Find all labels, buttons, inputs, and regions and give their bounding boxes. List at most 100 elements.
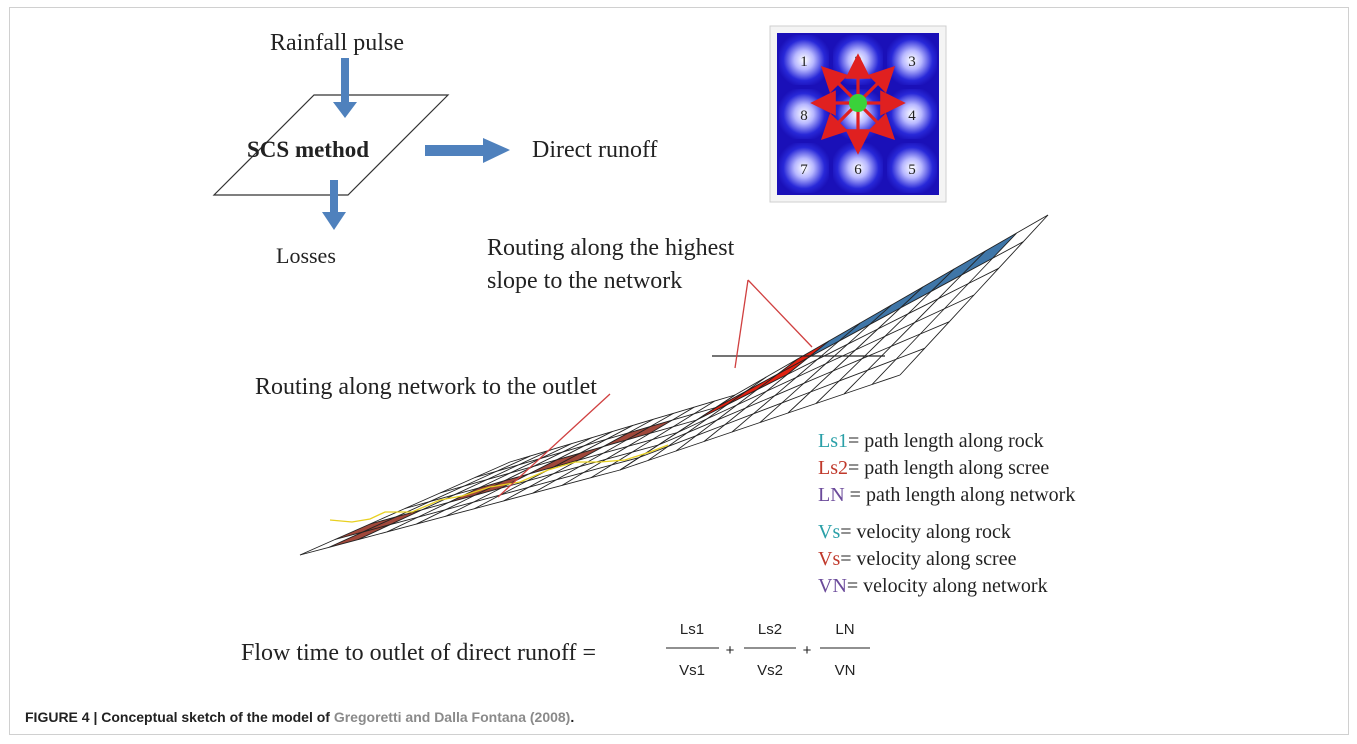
- fraction-numerator-2: Ls2: [758, 621, 782, 638]
- formula: Flow time to outlet of direct runoff = L…: [241, 621, 870, 679]
- down-arrow-icon: [333, 58, 357, 118]
- grid-cell-number: 3: [908, 54, 916, 70]
- grid-line: [647, 376, 767, 461]
- grid-line: [387, 443, 572, 533]
- grid-line: [590, 400, 715, 479]
- grid-line: [843, 250, 986, 395]
- plus-sign-2: +: [803, 642, 812, 659]
- legend-description: = path length along rock: [848, 430, 1044, 452]
- grid-line: [899, 214, 1049, 376]
- network-cell: [335, 516, 397, 540]
- grid-cell-number: 1: [800, 54, 808, 70]
- legend-symbol: Vs: [818, 521, 840, 543]
- annotations: Routing along the highest slope to the n…: [255, 235, 813, 498]
- scree-cell: [696, 390, 747, 420]
- network-cell: [528, 453, 580, 474]
- right-arrow-icon: [425, 138, 510, 163]
- losses-label: Losses: [276, 243, 336, 268]
- highest-slope-line1: Routing along the highest: [487, 235, 735, 261]
- grid-line: [619, 394, 736, 471]
- grid-line: [871, 232, 1018, 385]
- flow-chart: Rainfall pulse SCS method Direct runoff …: [212, 30, 658, 268]
- fraction-numerator-1: Ls1: [680, 621, 704, 638]
- down-arrow-icon: [322, 180, 346, 230]
- grid-line: [357, 449, 552, 540]
- grid-cell: [779, 143, 829, 193]
- grid-line: [731, 322, 861, 433]
- grid-line: [815, 268, 955, 404]
- network-cell: [553, 446, 604, 468]
- legend-entry: LN = path length along network: [818, 484, 1075, 506]
- fraction-denominator-1: Vs1: [679, 662, 705, 679]
- grid-line: [334, 457, 640, 540]
- grid-line: [404, 432, 678, 509]
- network-cell: [626, 420, 673, 440]
- grid-cell: [887, 143, 937, 193]
- network-path: [329, 444, 669, 523]
- pointer-lines: [497, 279, 813, 498]
- legend-description: = path length along network: [845, 484, 1076, 506]
- grid-line: [561, 406, 695, 486]
- grid-line: [416, 437, 593, 525]
- rock-cell: [869, 287, 923, 325]
- fraction-denominator-3: VN: [835, 662, 856, 679]
- scree-cell: [726, 374, 778, 405]
- legend-symbol: LN: [818, 484, 845, 506]
- grid-cell-number: 4: [908, 108, 916, 124]
- legend-entry: Vs= velocity along rock: [818, 521, 1011, 543]
- plus-sign-1: +: [726, 642, 735, 659]
- grid-cell-number: 7: [800, 162, 808, 178]
- grid-cell-number: 8: [800, 108, 808, 124]
- grid-cell: [779, 35, 829, 85]
- fraction-denominator-2: Vs2: [757, 662, 783, 679]
- grid-line: [759, 304, 892, 423]
- grid-cell-number: 5: [908, 162, 916, 178]
- caption-suffix: .: [570, 709, 575, 725]
- grid-line: [299, 461, 511, 556]
- scree-cell: [757, 357, 809, 390]
- grid-cell-number: 6: [854, 162, 862, 178]
- network-cell: [329, 524, 391, 548]
- caption-reference-link[interactable]: Gregoretti and Dalla Fontana (2008): [333, 709, 571, 725]
- grid-line: [787, 286, 924, 414]
- legend-symbol: Vs: [818, 548, 840, 570]
- legend-entry: Ls2= path length along scree: [818, 457, 1049, 479]
- grid-line: [439, 419, 697, 494]
- rainfall-label: Rainfall pulse: [270, 30, 404, 56]
- legend-entry: VN= velocity along network: [818, 575, 1048, 597]
- grid-line: [445, 431, 613, 517]
- scs-parallelogram: [212, 94, 450, 196]
- legend-description: = velocity along scree: [840, 548, 1016, 570]
- highest-slope-line2: slope to the network: [487, 268, 682, 294]
- formula-label: Flow time to outlet of direct runoff =: [241, 640, 596, 666]
- grid-line: [703, 340, 830, 442]
- center-cell-marker: [849, 94, 867, 112]
- grid-line: [299, 469, 621, 556]
- scree-cell: [777, 341, 829, 375]
- grid-line: [474, 407, 716, 478]
- rock-cell: [961, 233, 1017, 275]
- fraction-numerator-3: LN: [835, 621, 854, 638]
- legend-symbol: Ls1: [818, 430, 848, 452]
- legend-entry: Vs= velocity along scree: [818, 548, 1017, 570]
- grid-line: [532, 412, 674, 494]
- grid-line: [369, 444, 659, 525]
- legend-entry: Ls1= path length along rock: [818, 430, 1044, 452]
- rock-cell: [931, 251, 986, 292]
- figure-caption: FIGURE 4 | Conceptual sketch of the mode…: [25, 709, 574, 725]
- routing-cells: [329, 233, 1017, 548]
- rock-cell: [838, 305, 892, 342]
- scs-method-label: SCS method: [247, 137, 369, 162]
- grid-line: [509, 394, 736, 463]
- legend-description: = path length along scree: [848, 457, 1049, 479]
- network-outlet-label: Routing along network to the outlet: [255, 374, 597, 400]
- legend-description: = velocity along rock: [840, 521, 1011, 543]
- grid-line: [328, 455, 531, 548]
- network-cell: [603, 426, 651, 447]
- network-cell: [362, 509, 423, 533]
- grid-cell: [887, 35, 937, 85]
